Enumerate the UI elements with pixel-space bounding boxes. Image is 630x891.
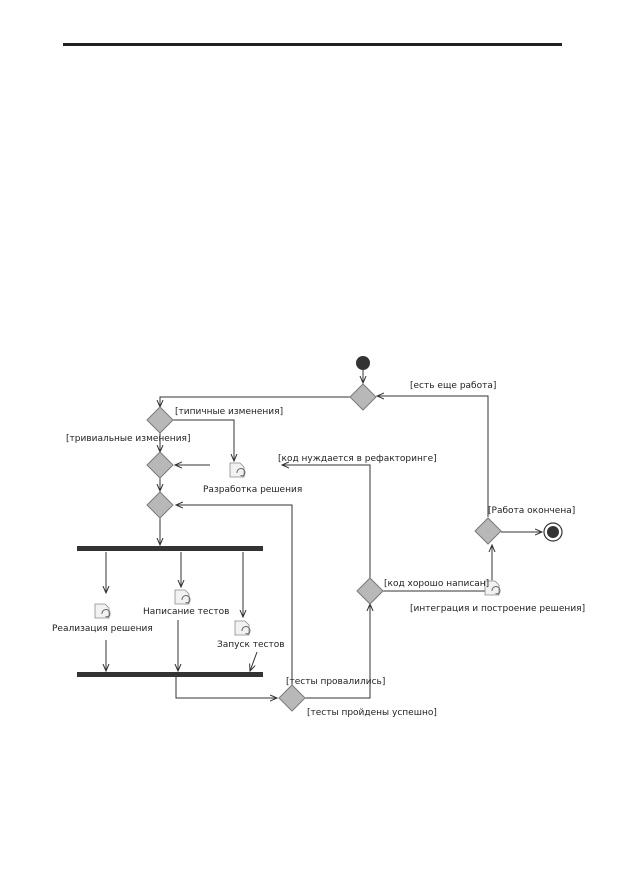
start-node — [356, 356, 370, 370]
guard-trivial-changes: [тривиальные изменения] — [66, 434, 190, 444]
end-node — [543, 522, 563, 542]
activity-write-tests-icon — [174, 589, 191, 605]
fork-bar — [77, 546, 263, 551]
guard-needs-refactoring: [код нуждается в рефакторинге] — [278, 454, 437, 464]
merge-before-fork — [146, 491, 174, 519]
label-run-tests: Запуск тестов — [217, 640, 285, 650]
label-write-tests: Написание тестов — [143, 607, 229, 617]
decision-code-quality — [356, 577, 384, 605]
edges — [106, 370, 542, 698]
guard-code-well-written: [код хорошо написан] — [384, 579, 489, 589]
page-header-rule — [63, 43, 562, 46]
label-develop: Разработка решения — [203, 485, 302, 495]
merge-develop — [146, 451, 174, 479]
decision-more-work — [349, 383, 377, 411]
edge-d5-failed-to-d4 — [176, 505, 293, 685]
decision-work-status — [474, 517, 502, 545]
guard-typical-changes: [типичные изменения] — [175, 407, 283, 417]
activity-run-tests-icon — [234, 620, 251, 636]
decision-change-type — [146, 406, 174, 434]
guard-tests-failed: [тесты провалились] — [286, 677, 385, 687]
guard-work-done: [Работа окончена] — [488, 506, 575, 516]
edge-run-tests-to-join — [250, 651, 258, 671]
edge-d7-more-work-to-d1 — [377, 396, 489, 517]
activity-develop-icon — [229, 462, 246, 478]
guard-more-work: [есть еще работа] — [410, 381, 496, 391]
edge-d1-to-d2 — [160, 396, 350, 407]
join-bar — [77, 672, 263, 677]
edge-d5-passed-to-d6 — [305, 604, 370, 699]
decision-test-result — [278, 684, 306, 712]
label-integrate: [интеграция и построение решения] — [410, 604, 585, 614]
edge-join-to-d5 — [175, 677, 277, 698]
label-implement: Реализация решения — [52, 624, 153, 634]
edge-d6-refactor-to-develop — [282, 465, 371, 578]
guard-tests-passed: [тесты пройдены успешно] — [307, 708, 437, 718]
edge-d2-typical-to-develop — [173, 419, 234, 461]
activity-implement-icon — [94, 603, 111, 619]
